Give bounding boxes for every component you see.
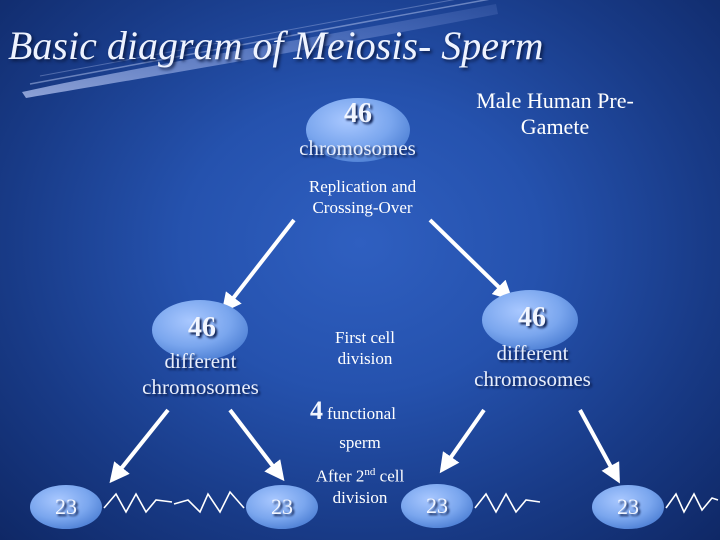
top-cell-label: chromosomes [299,136,416,160]
left-cell-label: different chromosomes [118,348,283,400]
division-word: division [332,487,388,507]
after-superscript: nd [364,466,376,478]
arrow-icon [221,218,296,314]
replication-label: Replication and Crossing-Over [280,176,445,218]
sperm-head [30,485,102,529]
arrow-icon [228,408,285,482]
functional-line1: 4 functional [300,398,450,426]
top-cell-count: 46 [344,98,372,129]
sperm-tail-icon [665,492,719,514]
after-prefix: After 2 [315,466,365,486]
sperm-count-4: 23 [617,494,639,519]
sperm-tail-icon [103,492,173,514]
after-division-label: After 2nd cell division [300,462,420,508]
sperm-head [401,484,473,528]
first-division-label: First cell division [300,327,430,369]
left-cell [152,300,248,360]
top-cell [306,98,410,162]
right-cell [482,290,578,350]
sperm-tail-icon [474,492,541,514]
right-cell-line1: different [496,341,569,365]
pre-gamete-line1: Male Human Pre- [476,88,634,113]
replication-line1: Replication and [308,177,417,196]
functional-line2: sperm [339,433,381,452]
sperm-count-3: 23 [426,493,448,518]
left-cell-count: 46 [188,312,216,343]
right-cell-count: 46 [518,302,546,333]
arrow-icon [578,409,620,484]
sperm-head [246,485,318,529]
pre-gamete-line2: Gamete [520,114,590,139]
after-line: After 2nd cell [300,462,420,487]
slide-title: Basic diagram of Meiosis- Sperm [8,23,544,68]
left-cell-line1: different [164,349,237,373]
sperm-tail-icon [173,490,245,514]
after-suffix: cell [375,466,405,486]
sperm-head [592,485,664,529]
functional-number: 4 [310,396,323,425]
pre-gamete-label: Male Human Pre- Gamete [450,88,660,140]
first-division-line2: division [337,349,393,368]
replication-line2: Crossing-Over [312,198,413,217]
arrow-icon [428,218,513,301]
left-cell-line2: chromosomes [142,375,259,399]
sperm-count-1: 23 [55,494,77,519]
title-swoosh-icon [22,0,498,98]
sperm-count-2: 23 [271,494,293,519]
right-cell-line2: chromosomes [474,367,591,391]
functional-sperm-label: 4 functional sperm [300,398,450,454]
functional-word: functional [327,404,396,423]
first-division-line1: First cell [335,328,395,347]
arrow-icon [439,408,486,474]
right-cell-label: different chromosomes [450,340,615,392]
arrow-icon [109,408,170,484]
